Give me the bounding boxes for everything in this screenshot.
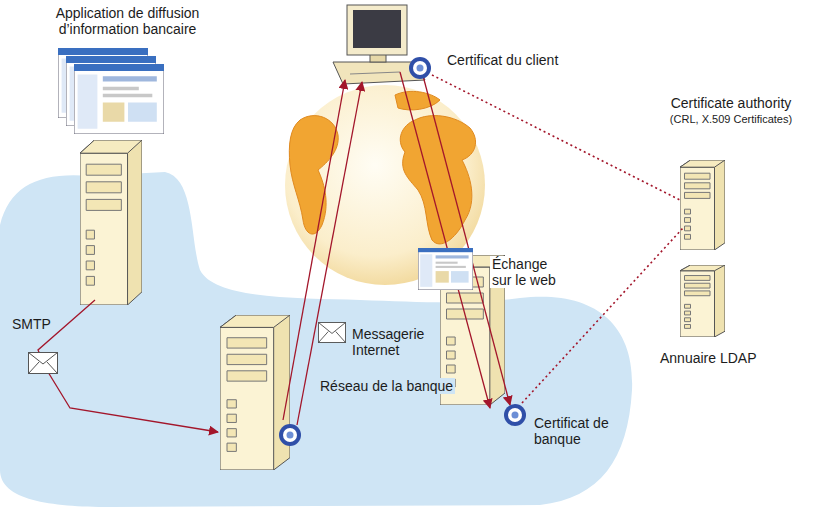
node-label: Application de diffusion d’information b…: [40, 5, 215, 37]
edge-label: Messagerie Internet: [350, 326, 432, 358]
dotted-link: [522, 228, 683, 403]
network-region: Réseau de la banqueApplication de diffus…: [0, 172, 636, 508]
node-label: Annuaire LDAP: [660, 350, 757, 366]
ldap-server: [680, 265, 725, 337]
app-server: [80, 140, 142, 305]
mail-server: [220, 315, 290, 470]
node-label: Certificat du client: [445, 52, 560, 68]
flow-arrow: [283, 80, 345, 420]
app-server-node: Application de diffusion d’information b…: [40, 5, 219, 305]
flow-arrow: [422, 72, 510, 405]
web-page-icon: [418, 248, 473, 290]
node-label: Certificate authority: [646, 95, 816, 111]
flow-arrow: [38, 300, 218, 432]
node-label: Réseau de la banque: [318, 378, 455, 394]
dotted-link: [432, 75, 680, 200]
node-label: Certificat de banque: [532, 415, 612, 447]
flow-arrow: [297, 82, 362, 425]
ldap-server-node: Annuaire LDAP: [640, 262, 820, 372]
edge-label: SMTP: [10, 316, 53, 332]
edge-label: Échange sur le web: [490, 256, 572, 288]
envelope-icon: [318, 322, 345, 342]
app-screens: [58, 48, 164, 134]
certificate-ring: [279, 424, 301, 446]
client-pc-node: Certificat du client: [330, 5, 580, 90]
node-label: (CRL, X.509 Certificates): [646, 113, 816, 126]
region-shape: [0, 172, 632, 507]
ca-server: [680, 160, 725, 250]
mail-server-node: [220, 315, 290, 470]
certificate-ring: [409, 57, 431, 79]
envelope-icon: [29, 353, 58, 374]
region-outline: [0, 172, 636, 508]
ca-server-node: Certificate authority (CRL, X.509 Certifi…: [640, 95, 820, 255]
certificate-ring: [504, 404, 526, 426]
